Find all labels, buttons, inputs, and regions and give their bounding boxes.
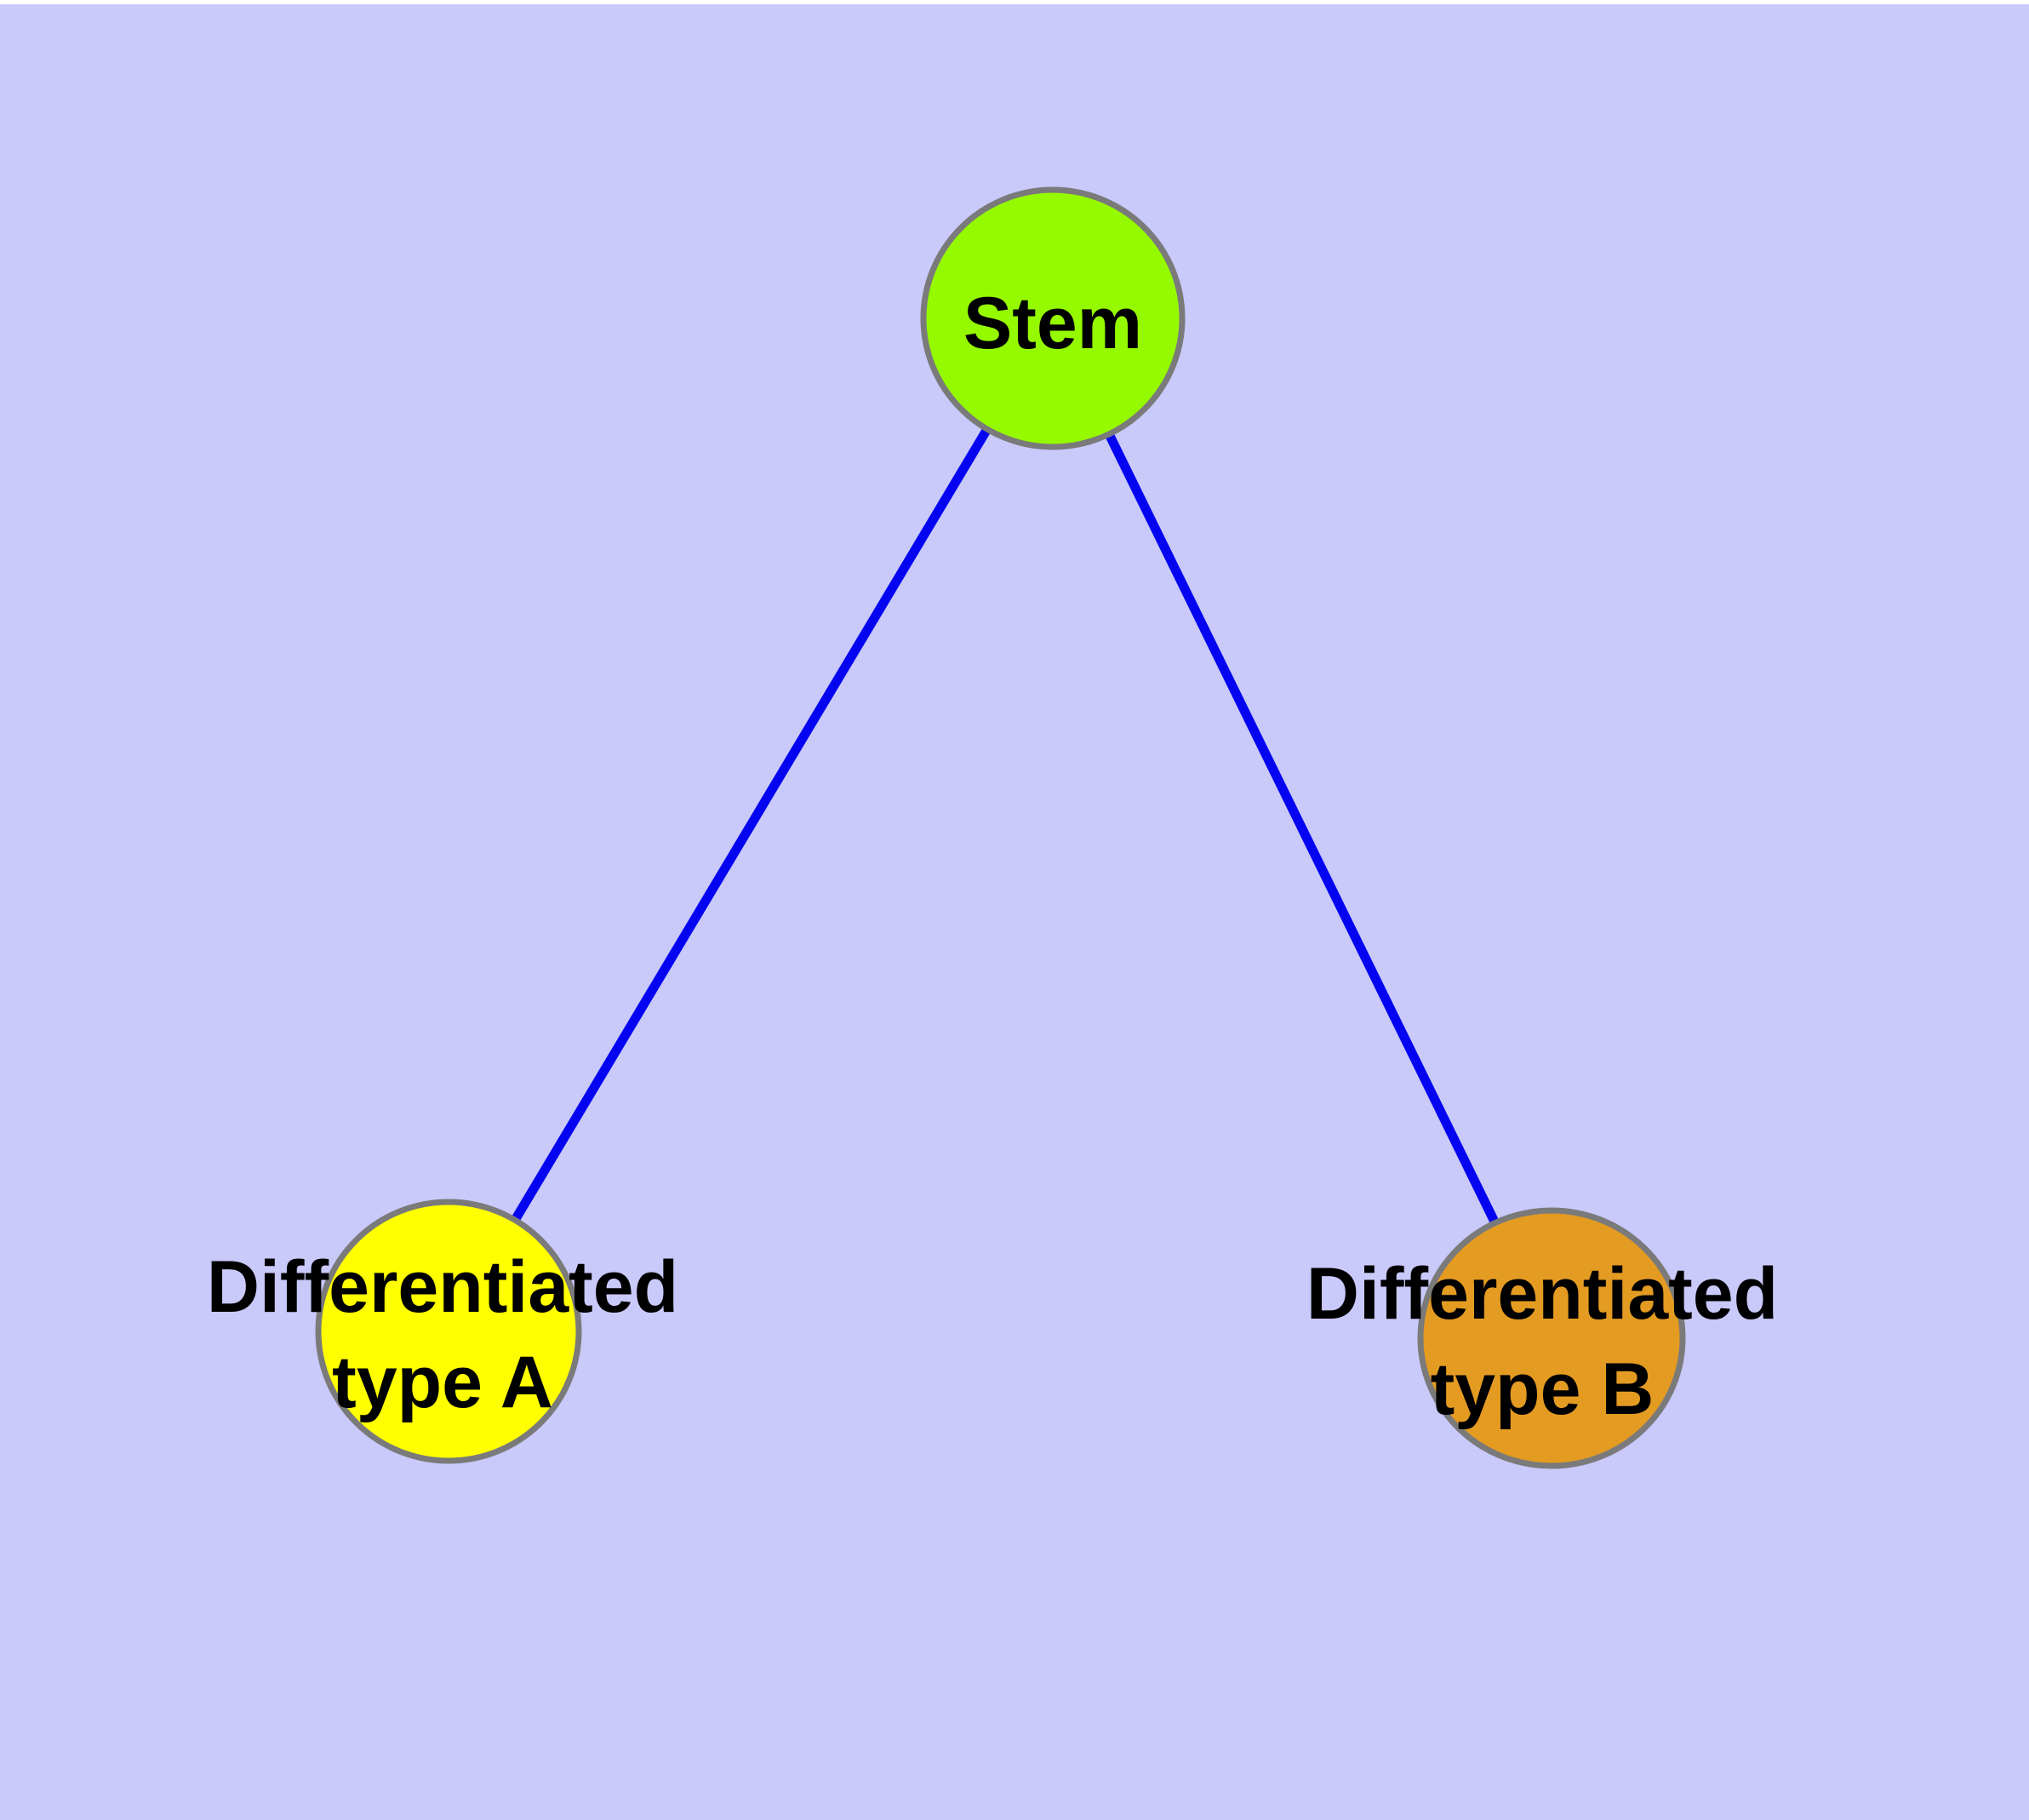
stem-node-label: Stem xyxy=(963,283,1143,364)
stem-node-circle[interactable] xyxy=(920,186,1186,450)
type-b-node-circle[interactable] xyxy=(1417,1207,1686,1469)
top-edge-strip xyxy=(0,0,2029,4)
type-b-node-label: Differentiated type B xyxy=(1306,1253,1779,1430)
type-a-node-circle[interactable] xyxy=(315,1199,582,1464)
edge-stem-to-type-b xyxy=(1049,317,1556,1341)
edge-stem-to-type-a xyxy=(444,317,1057,1334)
type-a-node-label: Differentiated type A xyxy=(206,1246,679,1423)
